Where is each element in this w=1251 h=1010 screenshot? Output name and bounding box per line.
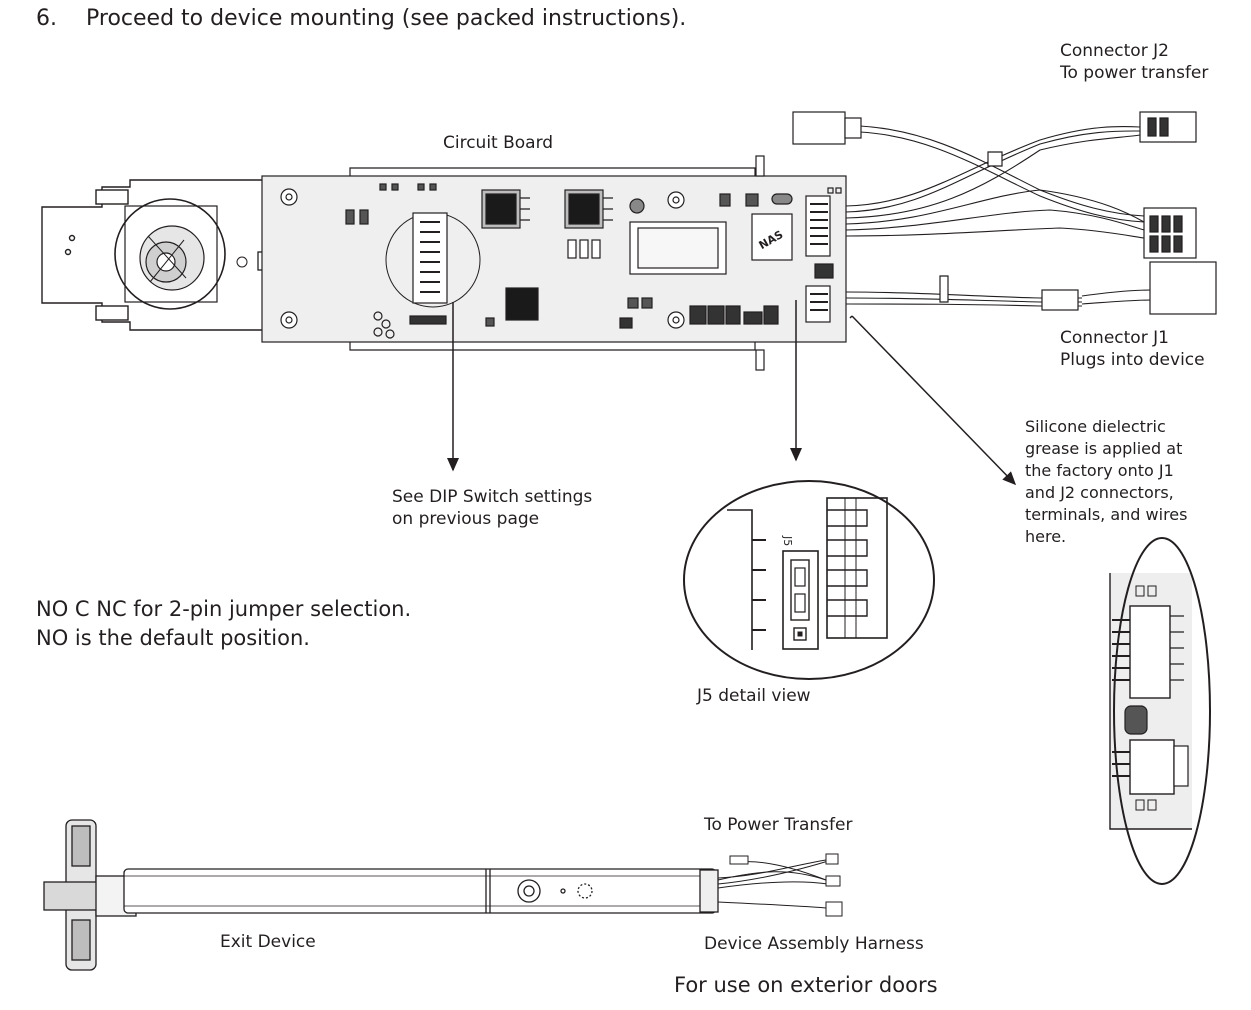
grease-note: Silicone dielectric grease is applied at…: [1025, 416, 1225, 548]
jumper-note-line-1: NO C NC for 2-pin jumper selection.: [36, 597, 412, 621]
grease-note-line: and J2 connectors,: [1025, 483, 1174, 502]
exit-device-label: Exit Device: [220, 932, 316, 952]
grease-note-line: here.: [1025, 527, 1067, 546]
exit-device: [43, 819, 719, 971]
grease-note-line: grease is applied at: [1025, 439, 1183, 458]
step-number: 6.: [36, 6, 57, 31]
cylinder-module: [114, 198, 248, 310]
connector-j2-subtitle: To power transfer: [1060, 63, 1209, 83]
connector-j2-label: Connector J2 To power transfer: [1060, 40, 1208, 84]
dip-switch-label: See DIP Switch settings on previous page: [392, 486, 592, 530]
j5-detail-view: [683, 480, 935, 680]
dip-switch-line-1: See DIP Switch settings: [392, 487, 593, 507]
grease-note-line: Silicone dielectric: [1025, 417, 1166, 436]
circuit-board: [261, 155, 847, 371]
connector-j1-subtitle: Plugs into device: [1060, 350, 1205, 370]
jumper-note-line-2: NO is the default position.: [36, 626, 310, 650]
dip-switch-line-2: on previous page: [392, 509, 540, 529]
connector-side-detail: [1109, 537, 1211, 885]
leader-lines: [447, 300, 1017, 486]
connector-j1-label: Connector J1 Plugs into device: [1060, 327, 1205, 371]
j5-silk-label: J5: [781, 535, 794, 546]
connector-j1-title: Connector J1: [1060, 328, 1169, 348]
connector-j2-title: Connector J2: [1060, 41, 1169, 61]
wire-connectors: [792, 111, 1217, 315]
grease-note-line: terminals, and wires: [1025, 505, 1188, 524]
circuit-board-label: Circuit Board: [443, 133, 554, 153]
step-text: Proceed to device mounting (see packed i…: [86, 6, 687, 31]
jumper-note: NO C NC for 2-pin jumper selection. NO i…: [36, 595, 411, 653]
exit-device-harness: [717, 853, 843, 917]
exterior-doors-label: For use on exterior doors: [674, 973, 938, 997]
device-harness-label: Device Assembly Harness: [704, 934, 924, 954]
to-power-transfer-label: To Power Transfer: [704, 815, 853, 835]
step-instruction: 6. Proceed to device mounting (see packed…: [36, 6, 686, 31]
j5-detail-label: J5 detail view: [697, 686, 811, 706]
grease-note-line: the factory onto J1: [1025, 461, 1174, 480]
